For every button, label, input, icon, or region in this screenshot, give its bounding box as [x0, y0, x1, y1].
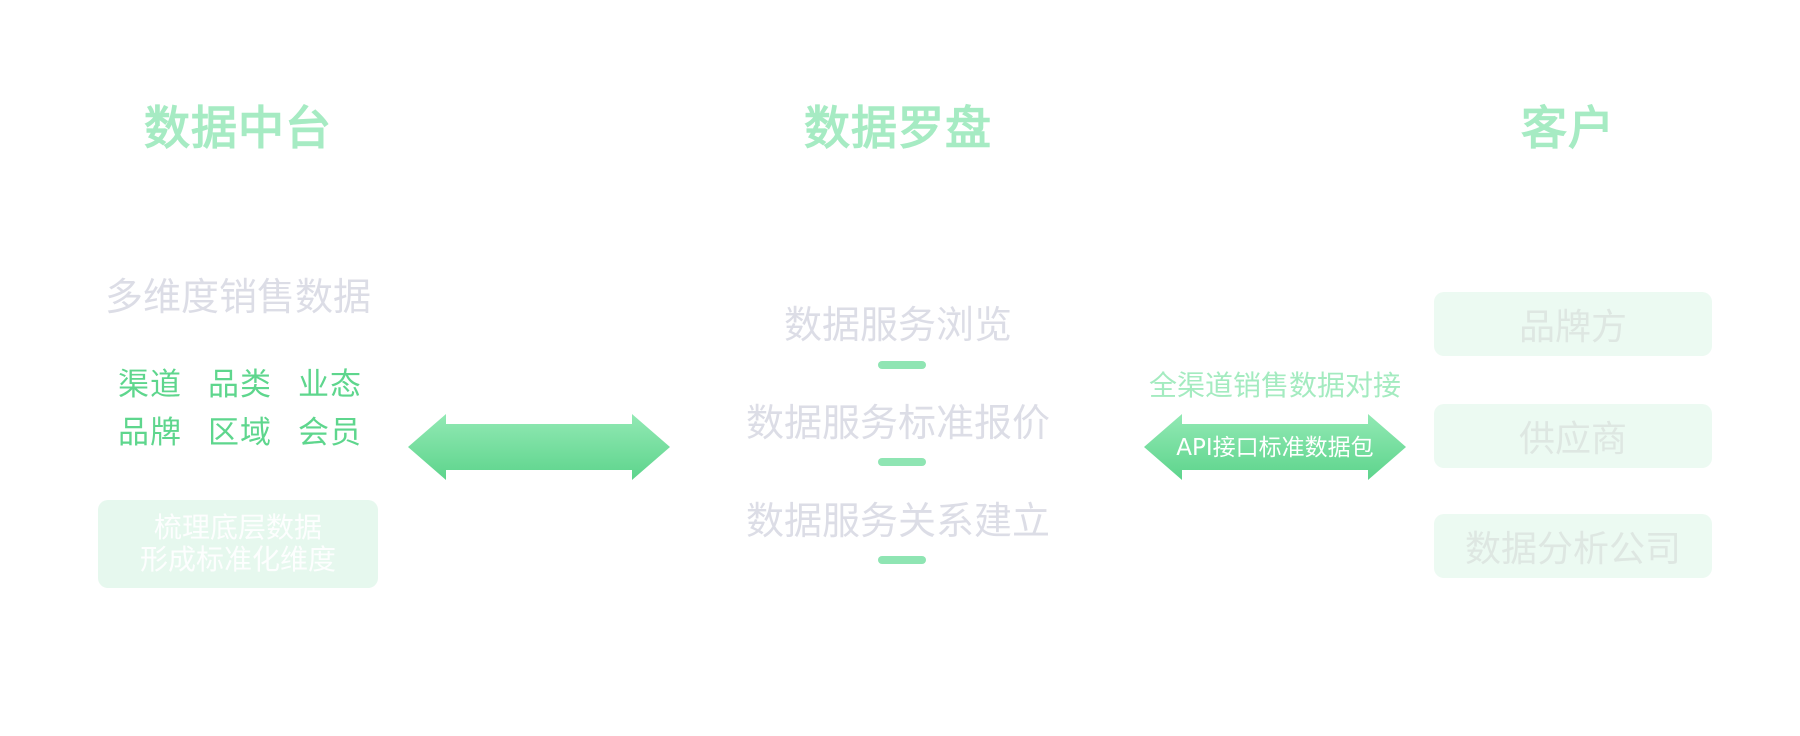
service-divider	[878, 361, 926, 369]
title-customers: 客户	[1521, 101, 1615, 155]
title-data-middle-platform: 数据中台	[144, 101, 332, 155]
client-brand: 品牌方	[1434, 292, 1712, 356]
dimension-item: 品牌	[118, 415, 182, 451]
connector-label: 全渠道销售数据对接	[1148, 369, 1401, 402]
client-supplier: 供应商	[1434, 404, 1712, 468]
dimension-item: 区域	[208, 415, 272, 451]
service-pricing: 数据服务标准报价	[745, 401, 1050, 445]
dimension-item: 会员	[298, 415, 362, 451]
dimension-item: 业态	[298, 367, 362, 403]
standardize-box-line2: 形成标准化维度	[139, 543, 336, 576]
service-browse: 数据服务浏览	[783, 303, 1012, 347]
double-arrow-icon	[408, 414, 670, 480]
title-data-compass: 数据罗盘	[804, 101, 992, 155]
dimension-item: 渠道	[118, 367, 182, 403]
standardize-box: 梳理底层数据 形成标准化维度	[98, 500, 378, 588]
standardize-box-line1: 梳理底层数据	[153, 511, 322, 544]
left-subtitle: 多维度销售数据	[104, 275, 371, 319]
dimension-grid: 渠道 品类 业态 品牌 区域 会员	[105, 362, 375, 456]
dimension-item: 品类	[208, 367, 272, 403]
api-arrow-label: API接口标准数据包	[1176, 435, 1374, 461]
service-divider	[878, 556, 926, 564]
client-analytics-company: 数据分析公司	[1434, 514, 1712, 578]
api-double-arrow-icon	[1144, 414, 1406, 480]
service-divider	[878, 458, 926, 466]
service-relation: 数据服务关系建立	[745, 499, 1050, 543]
